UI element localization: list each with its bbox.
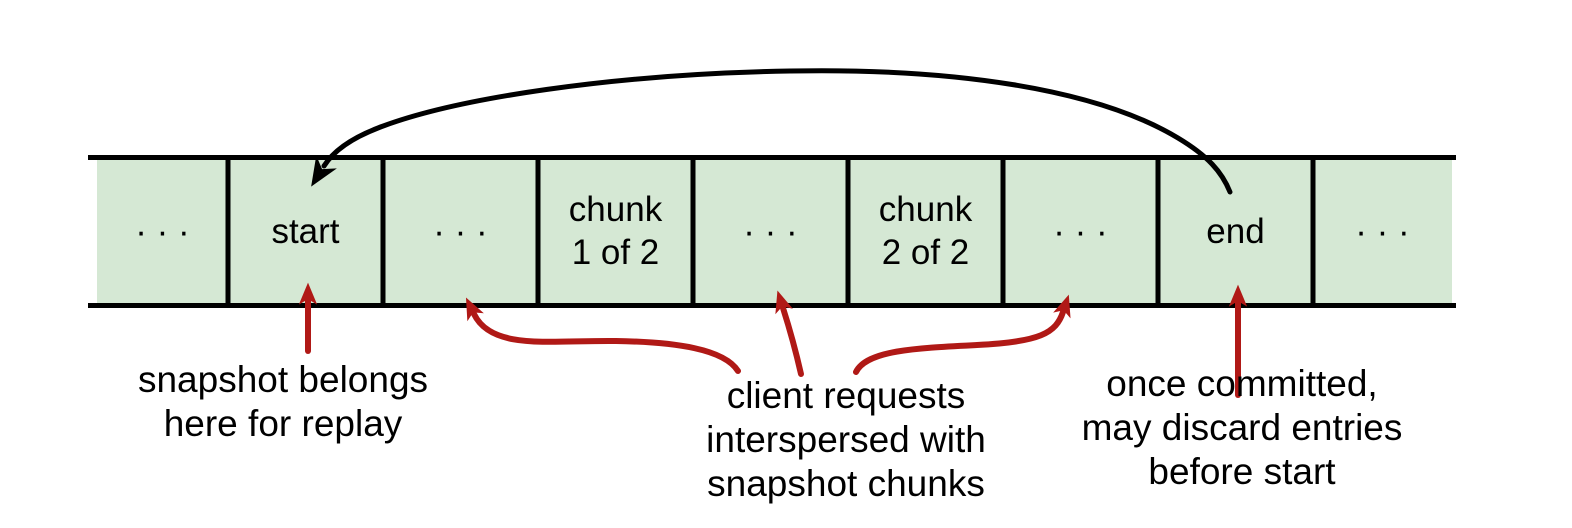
log-strip-bottom-rail xyxy=(88,303,1456,308)
log-cell-label: 2 of 2 xyxy=(881,233,970,272)
log-cell-label: chunk xyxy=(878,190,973,229)
annotation-line: here for replay xyxy=(163,403,403,444)
log-cell-label: end xyxy=(1206,211,1265,251)
log-cell-chunk-1: chunk 1 of 2 xyxy=(538,157,693,305)
log-cell-label: start xyxy=(271,211,340,251)
annotation-line: client requests xyxy=(726,375,966,416)
client-request-arrow-left xyxy=(465,297,741,374)
annotation-snapshot: snapshot belongs here for replay xyxy=(93,358,473,446)
log-cell-label: 1 of 2 xyxy=(571,233,660,272)
log-cell-ellipsis-3: · · · xyxy=(693,157,848,305)
client-request-arrow-middle xyxy=(775,290,804,377)
log-cell-ellipsis-4: · · · xyxy=(1003,157,1158,305)
log-strip-top-rail xyxy=(88,155,1456,160)
annotation-line: interspersed with xyxy=(706,419,986,460)
log-cell-label: · · · xyxy=(743,211,798,251)
log-cell-ellipsis-5: · · · xyxy=(1313,157,1452,305)
log-cell-label: · · · xyxy=(433,211,488,251)
log-cell-label: · · · xyxy=(1355,211,1410,251)
log-cell-ellipsis-1: · · · xyxy=(97,157,228,305)
annotation-line: before start xyxy=(1148,451,1336,492)
log-cell-label: · · · xyxy=(1053,211,1108,251)
log-cell-dividers xyxy=(225,155,1316,308)
annotation-line: snapshot belongs xyxy=(137,359,429,400)
annotation-client-requests: client requests interspersed with snapsh… xyxy=(656,374,1036,506)
client-request-arrow-right xyxy=(853,294,1071,375)
log-cell-chunk-2: chunk 2 of 2 xyxy=(848,157,1003,305)
log-cell-label: · · · xyxy=(135,211,190,251)
wrap-arrow-end-to-start xyxy=(311,68,1233,195)
log-cell-label: chunk xyxy=(568,190,663,229)
log-cell-ellipsis-2: · · · xyxy=(383,157,538,305)
annotation-line: may discard entries xyxy=(1081,407,1403,448)
log-cell-end: end xyxy=(1158,157,1313,305)
log-cell-start: start xyxy=(228,157,383,305)
annotation-discard: once committed, may discard entries befo… xyxy=(1052,362,1432,494)
annotation-line: snapshot chunks xyxy=(707,463,985,504)
annotation-line: once committed, xyxy=(1106,363,1378,404)
